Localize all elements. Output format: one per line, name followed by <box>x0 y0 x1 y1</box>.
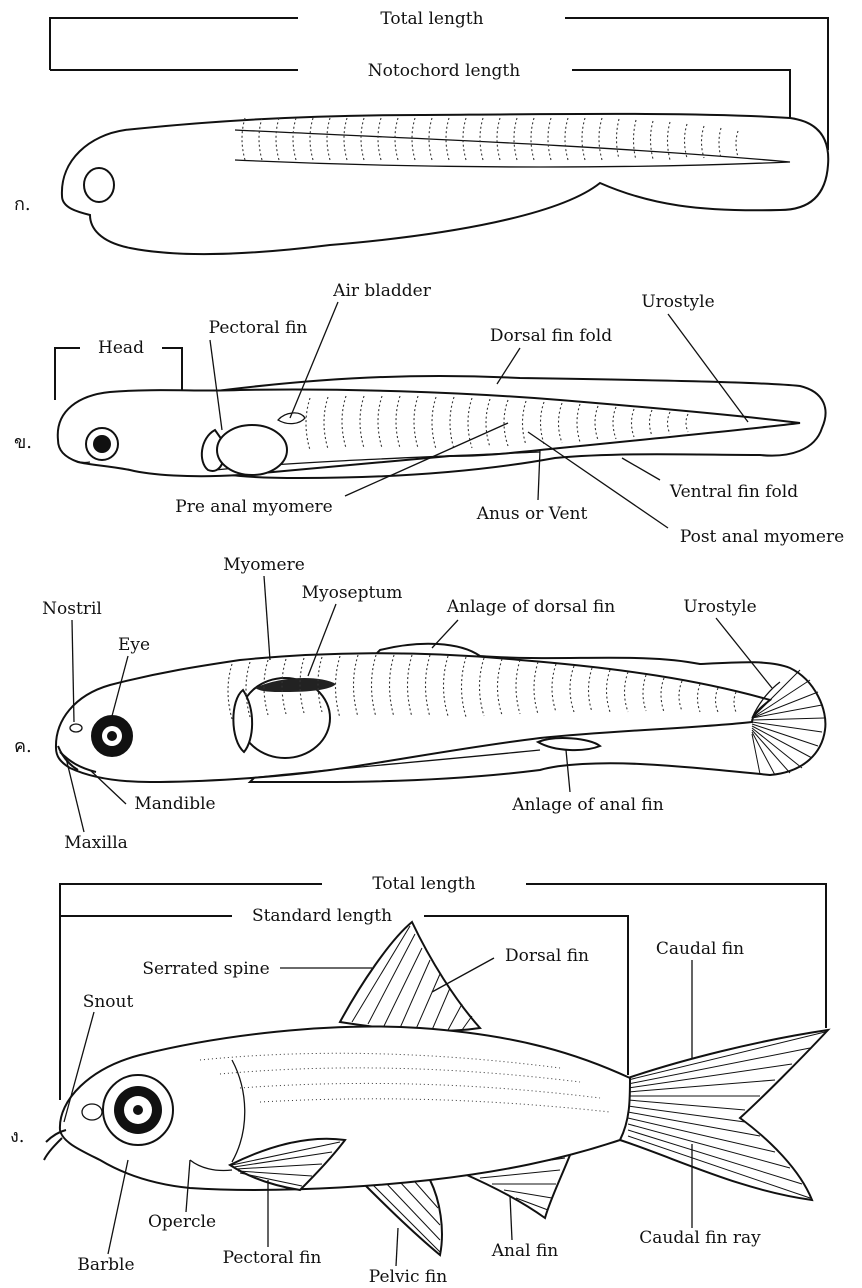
head-label: Head <box>98 338 144 358</box>
panel-3-marker: ค. <box>14 736 32 757</box>
pelvic-fin <box>360 1180 442 1255</box>
anlage-dorsal-fin-label: Anlage of dorsal fin <box>446 597 615 617</box>
dorsal-fin-fold-label: Dorsal fin fold <box>490 326 612 346</box>
maxilla-label: Maxilla <box>64 833 128 853</box>
opercle-label: Opercle <box>148 1212 216 1232</box>
panel-2-marker: ข. <box>14 432 32 453</box>
eye-label: Eye <box>118 635 150 655</box>
caudal-fin <box>620 1030 828 1200</box>
nostril-label: Nostril <box>42 599 102 619</box>
air-bladder-label: Air bladder <box>332 281 432 301</box>
larva-pupil <box>93 435 111 453</box>
dorsal-fin <box>340 922 480 1031</box>
pre-anal-myomere-label: Pre anal myomere <box>175 497 332 517</box>
serrated-spine-label: Serrated spine <box>142 959 269 979</box>
urostyle-label-3: Urostyle <box>683 597 756 617</box>
urostyle-label-2: Urostyle <box>641 292 714 312</box>
caudal-fin-ray-label: Caudal fin ray <box>639 1228 761 1248</box>
panel-1-marker: ก. <box>14 194 31 215</box>
yolk-sac <box>217 425 287 475</box>
larva-body <box>62 114 828 254</box>
pelvic-fin-label: Pelvic fin <box>369 1267 447 1287</box>
panel-4-marker: ง. <box>10 1126 25 1147</box>
ventral-fin-fold-label: Ventral fin fold <box>669 482 798 502</box>
total-length-label: Total length <box>372 874 475 894</box>
anlage-anal-fin-label: Anlage of anal fin <box>511 795 663 815</box>
anal-fin-label: Anal fin <box>491 1241 559 1261</box>
myomere-label: Myomere <box>223 555 305 575</box>
dorsal-fin-label: Dorsal fin <box>505 946 589 966</box>
pectoral-fin-label: Pectoral fin <box>209 318 308 338</box>
pupil <box>107 731 117 741</box>
panel-4-adult-fish: Total length Standard length <box>10 874 828 1287</box>
panel-3-larva: Myomere Myoseptum Anlage of dorsal fin U… <box>14 555 825 853</box>
panel-2-larva: Head Pectoral fin <box>14 281 844 547</box>
total-length-label: Total length <box>380 9 483 29</box>
snout-label: Snout <box>83 992 134 1012</box>
barble-label: Barble <box>77 1255 134 1275</box>
pectoral-fin-label: Pectoral fin <box>223 1248 322 1268</box>
panel-1-larva: Total length Notochord length <box>14 9 828 254</box>
myoseptum-label: Myoseptum <box>302 583 403 603</box>
caudal-fin-label: Caudal fin <box>656 939 744 959</box>
mandible-label: Mandible <box>134 794 215 814</box>
fish-eye-dot <box>133 1105 143 1115</box>
post-anal-myomere-label: Post anal myomere <box>680 527 844 547</box>
standard-length-label: Standard length <box>252 906 392 926</box>
anus-or-vent-label: Anus or Vent <box>476 504 588 524</box>
notochord-length-label: Notochord length <box>368 61 520 81</box>
